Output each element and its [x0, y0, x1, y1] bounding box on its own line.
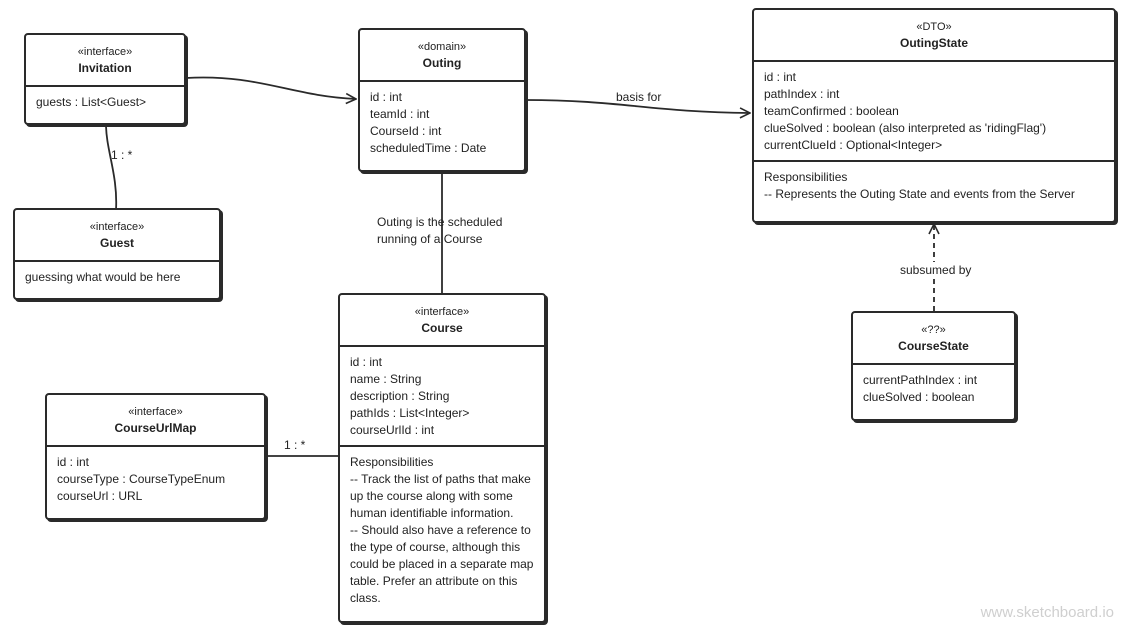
class-outing-header: «domain» Outing	[360, 30, 524, 82]
class-course-state-header: «??» CourseState	[853, 313, 1014, 365]
outing-course-label: Outing is the scheduled running of a Cou…	[377, 214, 502, 248]
outing-outingstate-connector[interactable]	[525, 99, 750, 113]
attribute: clueSolved : boolean	[863, 390, 975, 404]
class-course-url-map-header: «interface» CourseUrlMap	[47, 395, 264, 447]
class-name: CourseState	[898, 339, 969, 353]
responsibilities-heading: Responsibilities	[350, 455, 434, 469]
responsibilities-heading: Responsibilities	[764, 170, 848, 184]
attribute: CourseId : int	[370, 124, 442, 138]
class-course[interactable]: «interface» Course id : int name : Strin…	[338, 293, 546, 623]
stereotype-label: «??»	[921, 324, 946, 336]
attribute: currentClueId : Optional<Integer>	[764, 138, 943, 152]
attribute: id : int	[370, 90, 403, 104]
attribute: name : String	[350, 372, 422, 386]
attributes-section: id : int teamId : int CourseId : int sch…	[360, 82, 524, 163]
class-outing-state-header: «DTO» OutingState	[754, 10, 1114, 62]
class-name: Outing	[422, 56, 462, 70]
attribute: description : String	[350, 389, 450, 403]
attribute: pathIds : List<Integer>	[350, 406, 470, 420]
class-invitation[interactable]: «interface» Invitation guests : List<Gue…	[24, 33, 186, 125]
stereotype-label: «interface»	[77, 46, 133, 58]
attribute: courseType : CourseTypeEnum	[57, 472, 226, 486]
attributes-section: id : int name : String description : Str…	[340, 347, 544, 445]
attribute: guests : List<Guest>	[36, 95, 147, 109]
attributes-section: id : int courseType : CourseTypeEnum cou…	[47, 447, 264, 511]
class-name: Invitation	[78, 61, 132, 75]
stereotype-label: «DTO»	[916, 21, 952, 33]
attribute: pathIndex : int	[764, 87, 840, 101]
class-name: Guest	[99, 236, 134, 250]
class-course-state[interactable]: «??» CourseState currentPathIndex : int …	[851, 311, 1016, 421]
class-name: CourseUrlMap	[114, 421, 197, 435]
class-invitation-header: «interface» Invitation	[26, 35, 184, 87]
class-course-header: «interface» Course	[340, 295, 544, 347]
responsibilities-section: Responsibilities -- Represents the Outin…	[754, 160, 1114, 209]
responsibility: -- Track the list of paths that make up …	[350, 472, 531, 520]
class-name: OutingState	[900, 36, 968, 50]
multiplicity-invitation-guest: 1 : *	[111, 148, 133, 162]
outing-course-label-line: Outing is the scheduled	[377, 215, 503, 229]
class-name: Course	[421, 321, 463, 335]
attributes-section: guessing what would be here	[15, 262, 219, 292]
attribute: currentPathIndex : int	[863, 373, 978, 387]
subsumed-by-label: subsumed by	[898, 262, 974, 279]
responsibilities-section: Responsibilities -- Track the list of pa…	[340, 445, 544, 613]
watermark: www.sketchboard.io	[980, 604, 1114, 621]
attribute: id : int	[764, 70, 797, 84]
stereotype-label: «domain»	[417, 41, 467, 53]
attributes-section: currentPathIndex : int clueSolved : bool…	[853, 365, 1014, 412]
stereotype-label: «interface»	[128, 406, 183, 418]
outing-course-label-line: running of a Course	[377, 232, 483, 246]
multiplicity-courseurlmap-course: 1 : *	[284, 438, 306, 452]
stereotype-label: «interface»	[89, 221, 145, 233]
stereotype-label: «interface»	[414, 306, 470, 318]
attribute: teamConfirmed : boolean	[764, 104, 899, 118]
attribute: id : int	[57, 455, 90, 469]
attribute: scheduledTime : Date	[370, 141, 487, 155]
class-outing-state[interactable]: «DTO» OutingState id : int pathIndex : i…	[752, 8, 1116, 223]
invitation-guest-connector[interactable]	[105, 123, 118, 211]
class-guest[interactable]: «interface» Guest guessing what would be…	[13, 208, 221, 300]
attribute: id : int	[350, 355, 383, 369]
class-course-url-map[interactable]: «interface» CourseUrlMap id : int course…	[45, 393, 266, 520]
attribute: teamId : int	[370, 107, 430, 121]
basis-for-label: basis for	[616, 90, 662, 104]
attributes-section: id : int pathIndex : int teamConfirmed :…	[754, 62, 1114, 160]
attribute: clueSolved : boolean (also interpreted a…	[764, 121, 1047, 135]
class-outing[interactable]: «domain» Outing id : int teamId : int Co…	[358, 28, 526, 172]
attribute: courseUrlId : int	[350, 423, 435, 437]
attributes-section: guests : List<Guest>	[26, 87, 184, 117]
attribute: courseUrl : URL	[57, 489, 143, 503]
attribute: guessing what would be here	[25, 270, 181, 284]
responsibility: -- Should also have a reference to the t…	[350, 523, 534, 605]
class-guest-header: «interface» Guest	[15, 210, 219, 262]
responsibility: -- Represents the Outing State and event…	[764, 187, 1075, 201]
invitation-outing-connector[interactable]	[185, 76, 356, 99]
